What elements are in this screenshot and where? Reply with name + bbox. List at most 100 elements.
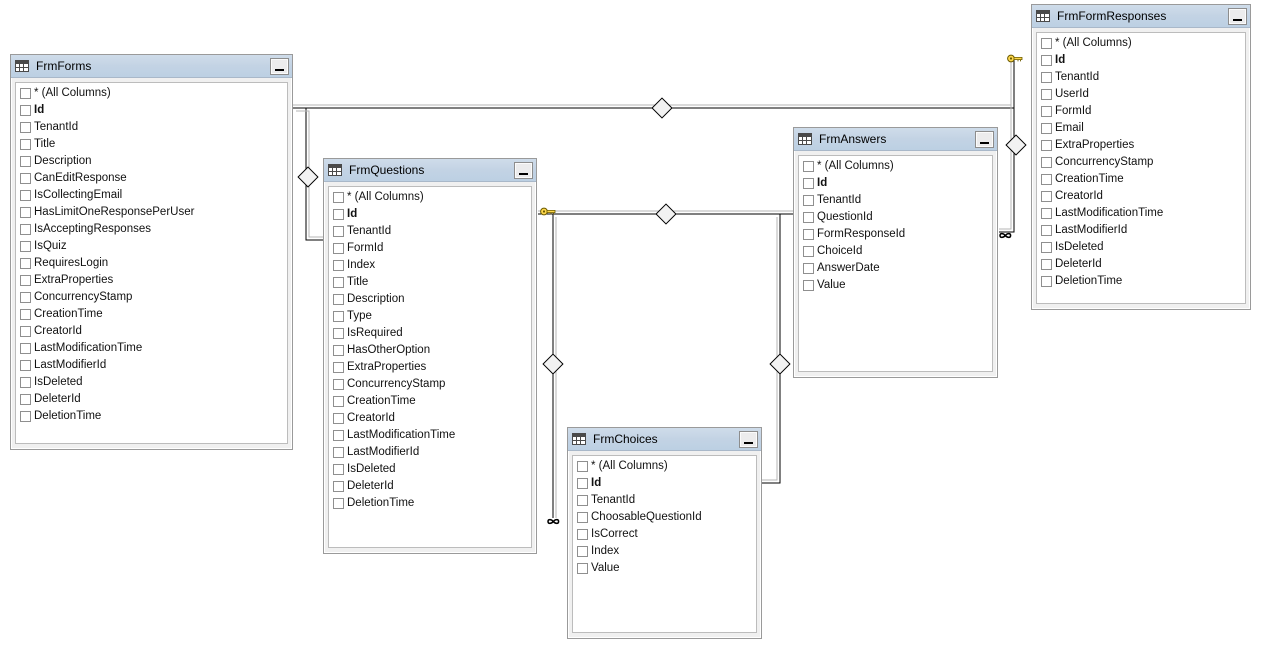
column-checkbox[interactable] xyxy=(333,311,344,322)
column-row[interactable]: DeleterId xyxy=(329,478,531,495)
column-checkbox[interactable] xyxy=(577,529,588,540)
column-checkbox[interactable] xyxy=(333,379,344,390)
column-checkbox[interactable] xyxy=(20,326,31,337)
column-checkbox[interactable] xyxy=(20,258,31,269)
column-checkbox[interactable] xyxy=(1041,140,1052,151)
column-checkbox[interactable] xyxy=(577,461,588,472)
column-row[interactable]: CreatorId xyxy=(16,323,287,340)
relationship-frmforms-frmformresponses[interactable] xyxy=(293,60,1015,119)
column-row[interactable]: DeleterId xyxy=(16,391,287,408)
table-title-bar-frmformresponses[interactable]: FrmFormResponses xyxy=(1032,5,1250,28)
column-row[interactable]: Id xyxy=(573,475,756,492)
column-checkbox[interactable] xyxy=(20,275,31,286)
column-checkbox[interactable] xyxy=(1041,55,1052,66)
column-row[interactable]: ExtraProperties xyxy=(329,359,531,376)
table-title-bar-frmchoices[interactable]: FrmChoices xyxy=(568,428,761,451)
table-title-bar-frmquestions[interactable]: FrmQuestions xyxy=(324,159,536,182)
column-checkbox[interactable] xyxy=(333,447,344,458)
column-row[interactable]: Title xyxy=(329,274,531,291)
column-row[interactable]: Id xyxy=(1037,52,1245,69)
column-row[interactable]: ChoosableQuestionId xyxy=(573,509,756,526)
column-checkbox[interactable] xyxy=(577,495,588,506)
column-row[interactable]: HasOtherOption xyxy=(329,342,531,359)
column-row[interactable]: Description xyxy=(329,291,531,308)
column-row[interactable]: IsDeleted xyxy=(329,461,531,478)
column-checkbox[interactable] xyxy=(333,294,344,305)
column-row[interactable]: Title xyxy=(16,136,287,153)
column-checkbox[interactable] xyxy=(20,224,31,235)
column-row[interactable]: IsDeleted xyxy=(16,374,287,391)
column-checkbox[interactable] xyxy=(333,260,344,271)
column-row[interactable]: CreationTime xyxy=(16,306,287,323)
column-checkbox[interactable] xyxy=(20,88,31,99)
column-checkbox[interactable] xyxy=(1041,72,1052,83)
column-row[interactable]: * (All Columns) xyxy=(573,458,756,475)
relationship-frmforms-frmquestions[interactable] xyxy=(293,107,324,241)
column-checkbox[interactable] xyxy=(803,280,814,291)
column-row[interactable]: * (All Columns) xyxy=(16,85,287,102)
column-row[interactable]: Id xyxy=(329,206,531,223)
column-row[interactable]: ConcurrencyStamp xyxy=(329,376,531,393)
column-checkbox[interactable] xyxy=(20,139,31,150)
column-checkbox[interactable] xyxy=(803,263,814,274)
column-row[interactable]: DeletionTime xyxy=(16,408,287,425)
column-row[interactable]: Type xyxy=(329,308,531,325)
column-checkbox[interactable] xyxy=(1041,208,1052,219)
column-row[interactable]: ConcurrencyStamp xyxy=(16,289,287,306)
column-row[interactable]: * (All Columns) xyxy=(329,189,531,206)
column-checkbox[interactable] xyxy=(333,413,344,424)
minimize-icon[interactable] xyxy=(1228,7,1247,25)
column-checkbox[interactable] xyxy=(20,292,31,303)
column-checkbox[interactable] xyxy=(803,246,814,257)
column-checkbox[interactable] xyxy=(333,277,344,288)
column-checkbox[interactable] xyxy=(1041,276,1052,287)
column-row[interactable]: TenantId xyxy=(799,192,992,209)
column-checkbox[interactable] xyxy=(1041,123,1052,134)
column-checkbox[interactable] xyxy=(20,173,31,184)
column-checkbox[interactable] xyxy=(333,362,344,373)
column-checkbox[interactable] xyxy=(803,161,814,172)
column-checkbox[interactable] xyxy=(333,243,344,254)
column-row[interactable]: TenantId xyxy=(329,223,531,240)
column-checkbox[interactable] xyxy=(20,394,31,405)
column-checkbox[interactable] xyxy=(1041,225,1052,236)
column-row[interactable]: LastModifierId xyxy=(1037,222,1245,239)
column-row[interactable]: ExtraProperties xyxy=(1037,137,1245,154)
column-row[interactable]: Id xyxy=(799,175,992,192)
column-row[interactable]: RequiresLogin xyxy=(16,255,287,272)
column-checkbox[interactable] xyxy=(20,207,31,218)
column-row[interactable]: QuestionId xyxy=(799,209,992,226)
column-row[interactable]: ExtraProperties xyxy=(16,272,287,289)
column-row[interactable]: DeletionTime xyxy=(1037,273,1245,290)
column-row[interactable]: LastModificationTime xyxy=(16,340,287,357)
column-checkbox[interactable] xyxy=(20,241,31,252)
column-row[interactable]: TenantId xyxy=(16,119,287,136)
column-row[interactable]: Value xyxy=(799,277,992,294)
column-checkbox[interactable] xyxy=(803,229,814,240)
column-row[interactable]: * (All Columns) xyxy=(1037,35,1245,52)
column-row[interactable]: CreatorId xyxy=(329,410,531,427)
column-row[interactable]: IsAcceptingResponses xyxy=(16,221,287,238)
column-checkbox[interactable] xyxy=(20,190,31,201)
column-row[interactable]: IsCollectingEmail xyxy=(16,187,287,204)
column-checkbox[interactable] xyxy=(1041,191,1052,202)
table-title-bar-frmforms[interactable]: FrmForms xyxy=(11,55,292,78)
column-row[interactable]: TenantId xyxy=(1037,69,1245,86)
column-checkbox[interactable] xyxy=(20,360,31,371)
column-checkbox[interactable] xyxy=(577,478,588,489)
column-checkbox[interactable] xyxy=(333,192,344,203)
column-row[interactable]: LastModificationTime xyxy=(1037,205,1245,222)
column-checkbox[interactable] xyxy=(1041,259,1052,270)
column-checkbox[interactable] xyxy=(1041,106,1052,117)
column-row[interactable]: ConcurrencyStamp xyxy=(1037,154,1245,171)
column-checkbox[interactable] xyxy=(333,481,344,492)
column-row[interactable]: AnswerDate xyxy=(799,260,992,277)
column-row[interactable]: LastModifierId xyxy=(329,444,531,461)
column-row[interactable]: HasLimitOneResponsePerUser xyxy=(16,204,287,221)
column-checkbox[interactable] xyxy=(20,309,31,320)
